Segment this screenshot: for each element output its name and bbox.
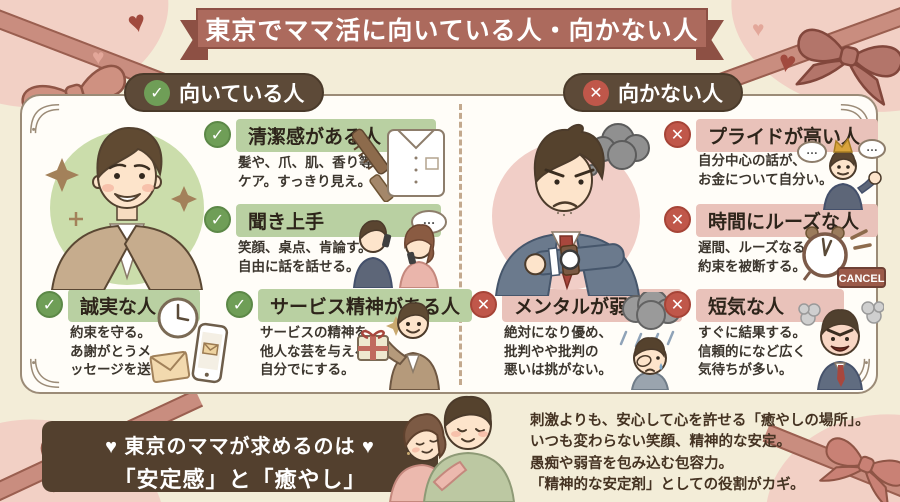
page-title: 東京でママ活に向いている人・向かない人	[196, 8, 708, 49]
rain-cloud-sad-man-illustration	[619, 292, 681, 390]
check-icon: ✓	[204, 121, 231, 148]
heart-icon: ♥	[92, 46, 105, 69]
column-divider	[459, 104, 462, 385]
check-icon: ✓	[36, 291, 63, 318]
cross-icon: ✕	[470, 291, 497, 318]
footer-body-text: 刺激よりも、安心して心を許せる「癒やしの場所」。 いつも変わらない笑顔、精神的な…	[530, 413, 870, 494]
suited-man-illustration	[45, 126, 204, 290]
item-title-unsuited-4: 短気な人	[696, 289, 844, 322]
svg-text:…: …	[423, 212, 436, 227]
gift-man-illustration	[357, 302, 441, 390]
listening-couple-illustration: …	[352, 210, 447, 288]
item-desc-unsuited-4: すぐに結果する。 信頼的になど広く 気待ちが多い。	[698, 325, 806, 378]
cross-icon: ✕	[664, 121, 691, 148]
clock-mail-phone-illustration	[149, 297, 229, 384]
ribbon-bow-icon	[795, 28, 900, 106]
panel-corner-flourish	[30, 358, 60, 388]
ribbon-bow-icon	[819, 437, 900, 502]
unsuited-man-illustration	[492, 123, 650, 296]
heart-icon: ♥	[752, 18, 765, 41]
crown-man-illustration: … …	[797, 137, 886, 210]
check-icon: ✓	[144, 79, 170, 106]
header-suited: ✓ 向いている人	[124, 73, 325, 112]
item-title-unsuited-2: 時間にルーズな人	[696, 204, 878, 237]
header-suited-label: 向いている人	[179, 82, 305, 106]
check-icon: ✓	[204, 206, 231, 233]
angry-man-illustration	[798, 301, 884, 390]
item-desc-unsuited-3: 絶対になり優め、 批判やや批判の 悪いは挑がない。	[504, 325, 612, 378]
check-icon: ✓	[226, 291, 253, 318]
panel-corner-flourish	[30, 104, 60, 134]
footer-headline-line2: 「安定感」と「癒やし」	[113, 467, 367, 492]
cross-icon: ✕	[664, 206, 691, 233]
footer-headline-box: ♥ 東京のママが求めるのは ♥ 「安定感」と「癒やし」	[42, 421, 438, 492]
cross-icon: ✕	[664, 291, 691, 318]
item-desc-suited-4: サービスの精神を 他人な芸を与える 自分でにする。	[260, 325, 368, 378]
item-desc-unsuited-2: 遅間、ルーズなる。 約束を被断する。	[698, 240, 819, 274]
header-unsuited: ✕ 向かない人	[563, 73, 743, 112]
item-desc-suited-2: 笑顔、桌点、肯論す。 自由に話を話せる。	[238, 240, 372, 274]
item-desc-suited-1: 髪や、爪、肌、香り等を ケア。すっきり見え。	[238, 155, 387, 189]
couple-illustration	[388, 395, 516, 502]
cross-icon: ✕	[583, 79, 609, 106]
item-desc-unsuited-1: 自分中心の話が、 お金について自分い。	[698, 153, 833, 187]
alarm-clock-cancel-illustration: CANCEL	[802, 226, 886, 288]
item-title-suited-2: 聞き上手	[236, 204, 441, 237]
svg-text:…: …	[806, 143, 818, 157]
svg-text:CANCEL: CANCEL	[839, 273, 885, 285]
header-unsuited-label: 向かない人	[618, 82, 723, 106]
svg-text:…: …	[866, 140, 878, 154]
footer-headline-line1: ♥ 東京のママが求めるのは ♥	[105, 436, 375, 458]
shirt-comb-illustration	[352, 128, 445, 202]
